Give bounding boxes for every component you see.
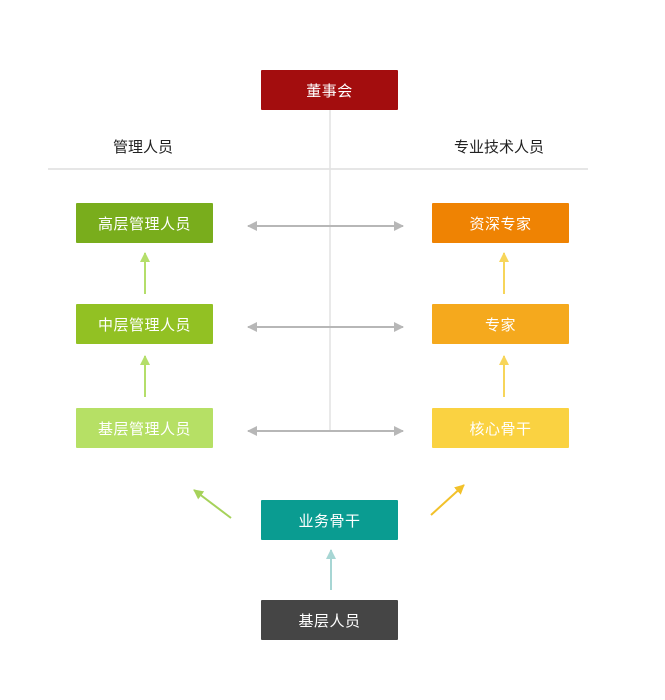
box-base-staff: 基层人员 [261, 600, 398, 640]
box-senior-expert: 资深专家 [432, 203, 569, 243]
box-board: 董事会 [261, 70, 398, 110]
arrow-backbone-to-management [193, 489, 232, 519]
box-senior-management: 高层管理人员 [76, 203, 213, 243]
header-management: 管理人员 [113, 138, 174, 156]
header-technical: 专业技术人员 [454, 138, 545, 156]
box-core-backbone: 核心骨干 [432, 408, 569, 448]
box-middle-management: 中层管理人员 [76, 304, 213, 344]
arrow-backbone-to-technical [430, 484, 465, 516]
box-business-backbone: 业务骨干 [261, 500, 398, 540]
box-expert: 专家 [432, 304, 569, 344]
box-base-management: 基层管理人员 [76, 408, 213, 448]
